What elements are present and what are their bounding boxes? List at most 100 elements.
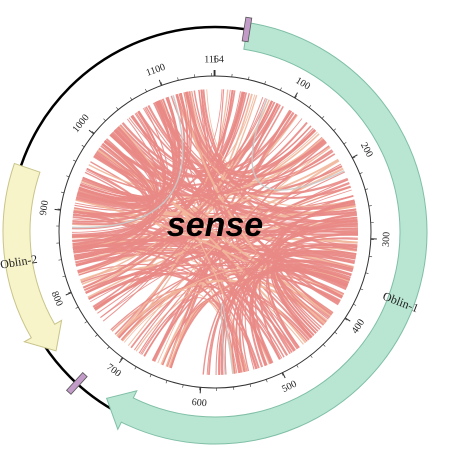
minor-tick [365,188,369,190]
minor-tick [310,355,313,358]
major-tick [199,387,202,394]
chord-link [127,146,331,347]
marker-layer [65,16,253,395]
minor-tick [165,380,168,384]
minor-tick [73,159,77,162]
minor-tick [177,77,179,81]
minor-tick [81,144,85,148]
gene-label-oblin-2: Oblin-2 [0,252,38,272]
minor-tick [353,303,357,306]
chord-link [244,269,349,370]
chord-link [221,222,358,375]
minor-tick [264,81,266,85]
chord-link [241,260,354,372]
minor-tick [95,334,98,337]
chord-link [74,129,157,261]
tick-label: 600 [191,397,207,409]
minor-tick [365,272,369,274]
chord-link [121,95,258,342]
chord-link [111,290,237,374]
major-tick [65,292,72,296]
minor-tick [66,175,70,178]
minor-tick [145,88,147,92]
chord-link [97,149,332,317]
chord-link [78,111,167,201]
chord-link [72,140,154,236]
minor-tick [62,275,66,278]
major-tick [54,208,61,211]
site-marker [65,372,88,395]
minor-tick [103,118,106,122]
major-tick [344,317,351,322]
chord-link [72,95,184,229]
minor-tick [249,383,252,387]
minor-tick [120,357,123,361]
chord-link [198,89,358,223]
minor-tick [160,82,163,86]
chord-link [169,276,341,369]
chord-link [235,221,358,373]
chord-link [224,246,358,375]
major-tick [88,129,95,135]
minor-tick [84,321,88,324]
chord-link [250,269,348,367]
chord-link [94,127,314,311]
chord-link [251,98,345,191]
minor-tick [296,364,299,368]
chord-link [78,90,234,276]
chord-link [73,142,153,252]
tick-label: 1164 [204,54,224,65]
minor-tick [106,346,110,350]
major-tick [158,79,162,86]
minor-tick [265,379,268,383]
major-tick [282,372,286,379]
chord-link [202,250,357,375]
tick-label: 200 [358,141,375,159]
chord-link [116,93,253,337]
minor-tick [294,95,297,99]
chord-link [76,101,175,205]
tick-label: 400 [350,317,367,336]
chord-link [274,219,358,330]
site-marker [241,16,253,43]
minor-tick [334,331,338,335]
chord-link [215,220,358,375]
tick-label: 1 [213,54,218,65]
minor-tick [91,131,95,134]
tick-label: 300 [381,232,393,247]
chord-link [277,201,356,316]
minor-tick [116,107,119,110]
chord-link [184,91,312,173]
minor-tick [75,306,79,309]
chord-diagram [71,89,359,375]
tick-label: 500 [280,379,298,395]
tick-label: 700 [104,362,123,380]
minor-tick [343,142,347,145]
center-label: sense [167,206,263,244]
gene-arrow-oblin-2 [2,162,63,352]
chord-link [85,104,281,294]
chord-link [273,200,355,332]
chord-link [141,297,238,374]
minor-tick [149,374,152,378]
chord-link [88,272,310,341]
chord-link [122,265,350,342]
minor-tick [321,116,325,119]
major-tick [294,92,298,99]
minor-tick [130,97,133,101]
chord-link [72,91,192,246]
minor-tick [280,87,282,91]
chord-link [72,98,268,218]
major-tick [118,357,124,364]
minor-tick [333,128,337,131]
chord-link [161,291,308,366]
tick-label: 800 [49,290,65,308]
chord-link [220,302,234,375]
minor-tick [344,318,348,321]
minor-tick [281,372,284,376]
chord-link [130,194,354,349]
minor-tick [61,191,65,194]
chord-link [275,254,355,326]
